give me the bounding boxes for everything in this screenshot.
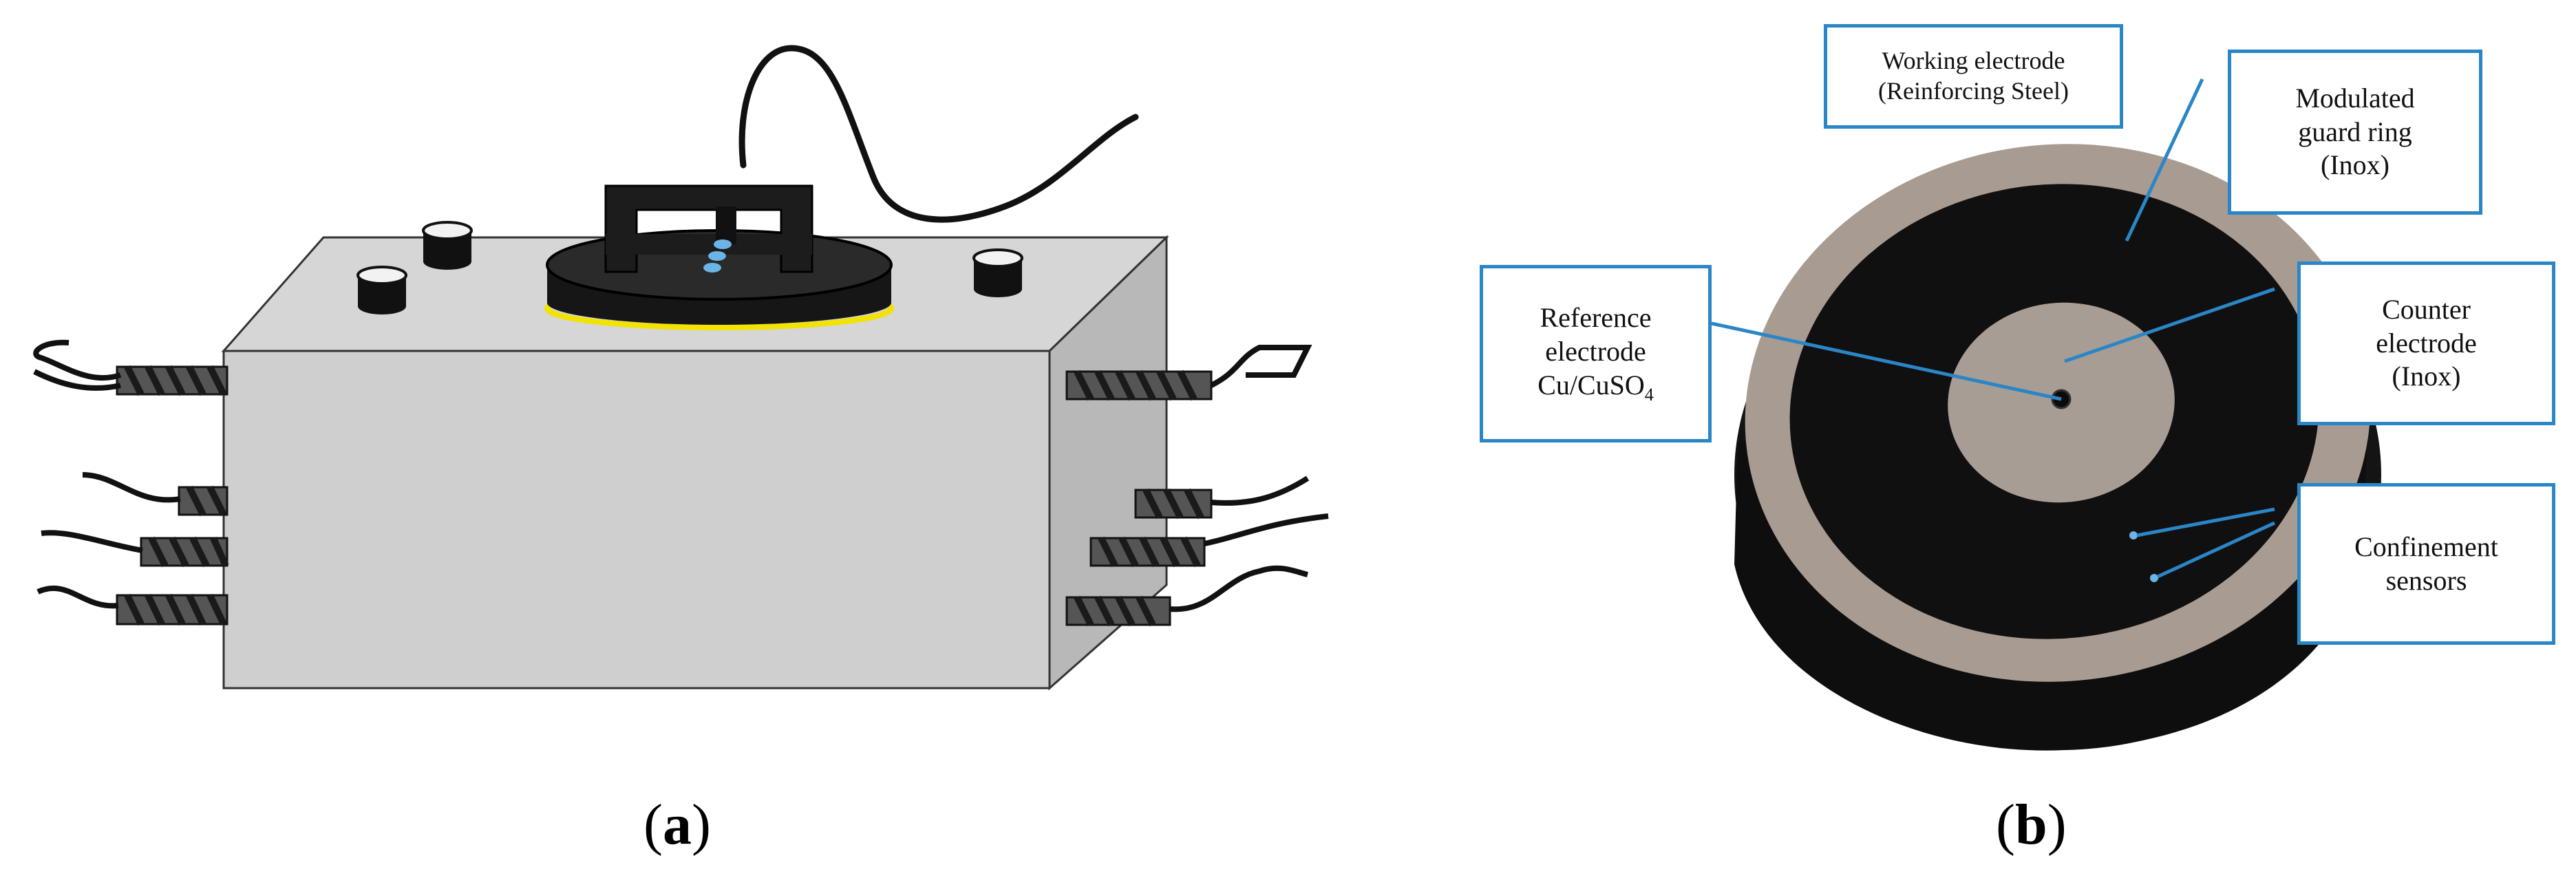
top-knob-right [972, 248, 1023, 297]
label-reference-line-1: Reference [1540, 302, 1652, 334]
confinement-sensor-dot-2 [2150, 574, 2158, 582]
leader-confinement-1 [2136, 507, 2275, 537]
sensor-cable [738, 45, 1139, 223]
label-guard-ring: Modulated guard ring (Inox) [2228, 50, 2482, 215]
reference-formula-subscript: 4 [1644, 384, 1654, 405]
panel-b-sensor-photo [1711, 78, 2381, 751]
right-rebar-bottom [1065, 565, 1308, 627]
label-guard-line-2: guard ring [2298, 116, 2412, 147]
left-rebar-second [82, 472, 228, 517]
caption-panel-b: (b) [1996, 791, 2067, 858]
right-rebar-top [1065, 345, 1312, 401]
left-rebar-third [41, 530, 229, 568]
confinement-sensor-dot-1 [2129, 531, 2138, 540]
caption-a-close: ) [691, 793, 711, 857]
label-counter-line-2: electrode [2376, 327, 2477, 359]
left-rebar-bottom [36, 585, 228, 626]
panel-a-illustration [33, 45, 1329, 691]
left-rebar-top [33, 339, 228, 396]
caption-panel-a: (a) [643, 791, 711, 858]
label-counter-line-1: Counter [2382, 293, 2471, 325]
label-reference-line-2: electrode [1545, 336, 1646, 367]
block-front-face [222, 350, 1051, 690]
caption-b-close: ) [2047, 793, 2067, 857]
label-working-line-2: (Reinforcing Steel) [1878, 77, 2069, 105]
sensor-puck [544, 184, 894, 330]
label-guard-line-3: (Inox) [2321, 149, 2389, 181]
label-counter-line-3: (Inox) [2392, 361, 2461, 392]
reference-formula: Cu/CuSO [1537, 369, 1645, 400]
right-rebar-third [1089, 513, 1329, 568]
leader-counter [2064, 287, 2275, 363]
caption-a-open: ( [643, 793, 663, 857]
caption-b-letter: b [2014, 793, 2047, 857]
label-confinement-line-1: Confinement [2354, 531, 2498, 562]
label-counter-electrode: Counter electrode (Inox) [2297, 261, 2555, 425]
label-reference-electrode: Reference electrode Cu/CuSO4 [1480, 265, 1712, 442]
caption-b-open: ( [1996, 793, 2015, 857]
leader-reference [1711, 321, 2062, 401]
label-working-line-1: Working electrode [1882, 47, 2065, 75]
label-confinement-line-2: sensors [2385, 564, 2467, 596]
label-guard-line-1: Modulated [2295, 82, 2415, 114]
label-working-electrode: Working electrode (Reinforcing Steel) [1824, 24, 2123, 129]
right-rebar-second [1134, 476, 1310, 520]
label-reference-line-3: Cu/CuSO4 [1537, 369, 1654, 406]
top-knob-middle [422, 221, 473, 270]
leader-confinement-2 [2156, 521, 2276, 579]
label-confinement-sensors: Confinement sensors [2297, 483, 2555, 645]
top-knob-left [356, 266, 407, 314]
leader-guard [2125, 78, 2204, 242]
caption-a-letter: a [662, 793, 692, 857]
